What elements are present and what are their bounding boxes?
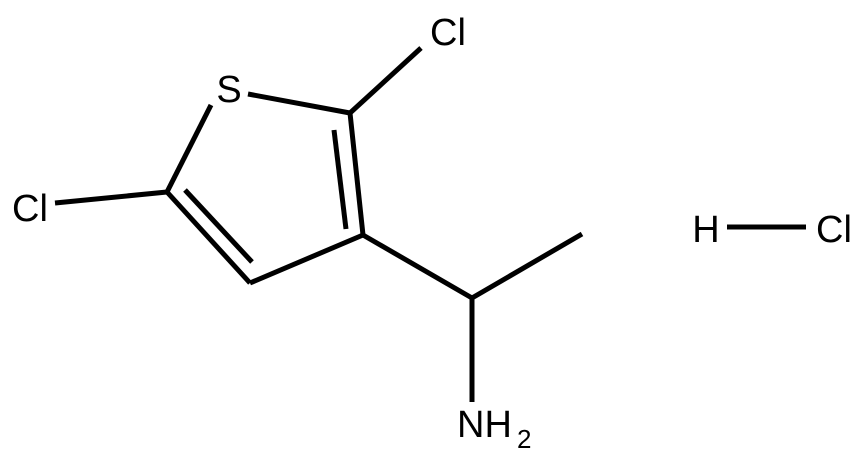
atom-labels: S Cl Cl NH 2	[12, 12, 531, 454]
bond-ch-methyl	[470, 231, 584, 301]
bond-c3-c4	[249, 232, 364, 286]
chlorine-left-atom-label: Cl	[12, 188, 48, 230]
sulfur-atom-label: S	[216, 69, 241, 111]
bond-c4-c5	[165, 190, 252, 285]
bond-c5-s	[164, 103, 214, 194]
chlorine-top-atom-label: Cl	[430, 12, 466, 54]
salt-hydrogen-label: H	[692, 209, 719, 251]
bond-c4-c5-inner	[183, 188, 254, 264]
bond-c3-ch	[361, 232, 474, 301]
bond-c2-c3	[347, 112, 366, 236]
hydrochloride-salt: H Cl	[692, 209, 852, 251]
amine-subscript-label: 2	[517, 424, 531, 454]
bond-c2-c3-inner	[331, 129, 349, 230]
bond-c5-cl	[54, 189, 168, 206]
substituent-bonds	[54, 46, 584, 402]
thiophene-ring	[164, 91, 366, 286]
bond-s-c2	[247, 91, 351, 116]
amine-atom-label: NH	[457, 404, 512, 446]
bond-c2-cl	[348, 46, 423, 115]
salt-chlorine-label: Cl	[816, 209, 852, 251]
